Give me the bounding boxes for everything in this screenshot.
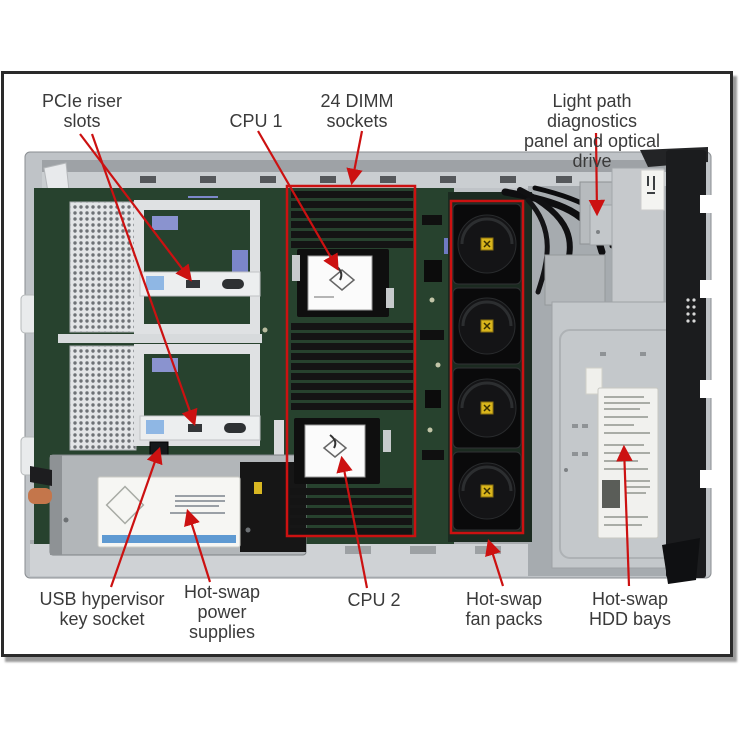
arrow-fan-packs [485,538,505,587]
fan-pack-2 [452,287,522,365]
psu-pull-handle [28,488,52,504]
arrow-power-supplies [184,508,212,583]
arrow-dimm-sockets [346,130,364,186]
riser1-grille [69,201,137,333]
riser2-grille [69,345,137,451]
front-bezel [662,150,712,584]
callout-hdd-bays: Hot-swap HDD bays [588,589,672,629]
cpu1-socket [292,249,394,317]
arrow-pcie-riser-2 [90,133,198,427]
fan-pack-3 [452,367,522,449]
cpu2-cover-label [304,424,366,478]
callout-pcie-riser-slots: PCIe riser slots [41,91,123,131]
callout-cpu2: CPU 2 [347,590,401,610]
power-supply [28,454,307,556]
fan-pack-1 [452,203,522,285]
motherboard-components-right [420,215,452,460]
bezel-foot [662,538,700,584]
arrow-cpu1 [257,130,339,271]
arrow-light-path [588,132,606,217]
callout-power-supplies: Hot-swap power supplies [183,582,261,642]
psu-release-tab [30,466,52,486]
dimm-bank-top [291,191,413,248]
hdd-spec-label [597,387,659,539]
pcie-riser-1 [66,198,262,336]
callout-dimm-sockets: 24 DIMM sockets [320,91,394,131]
fan-packs-region [449,199,525,535]
callout-fan-packs: Hot-swap fan packs [465,589,543,629]
callout-usb-hypervisor: USB hypervisor key socket [39,589,165,629]
dimm-sockets-region [285,184,417,538]
callout-light-path: Light path diagnostics panel and optical… [523,91,661,171]
arrow-pcie-riser-1 [79,133,192,282]
bay-id-label [640,169,665,211]
server-chassis [20,147,712,584]
arrow-hdd-bays [616,444,633,587]
usb-hypervisor-socket [149,441,169,457]
fan-pack-4 [452,451,522,531]
annotations [79,130,633,589]
pcie-riser-2 [66,344,262,451]
cpu2-socket [294,418,391,484]
riser-divider [58,334,262,343]
arrow-cpu2 [336,455,369,589]
callout-cpu1: CPU 1 [229,111,283,131]
cpu1-cover-label [307,255,373,311]
arrow-usb-hypervisor [109,446,163,588]
dimm-bank-middle [291,323,413,410]
light-path-diagnostics-area [544,147,708,306]
